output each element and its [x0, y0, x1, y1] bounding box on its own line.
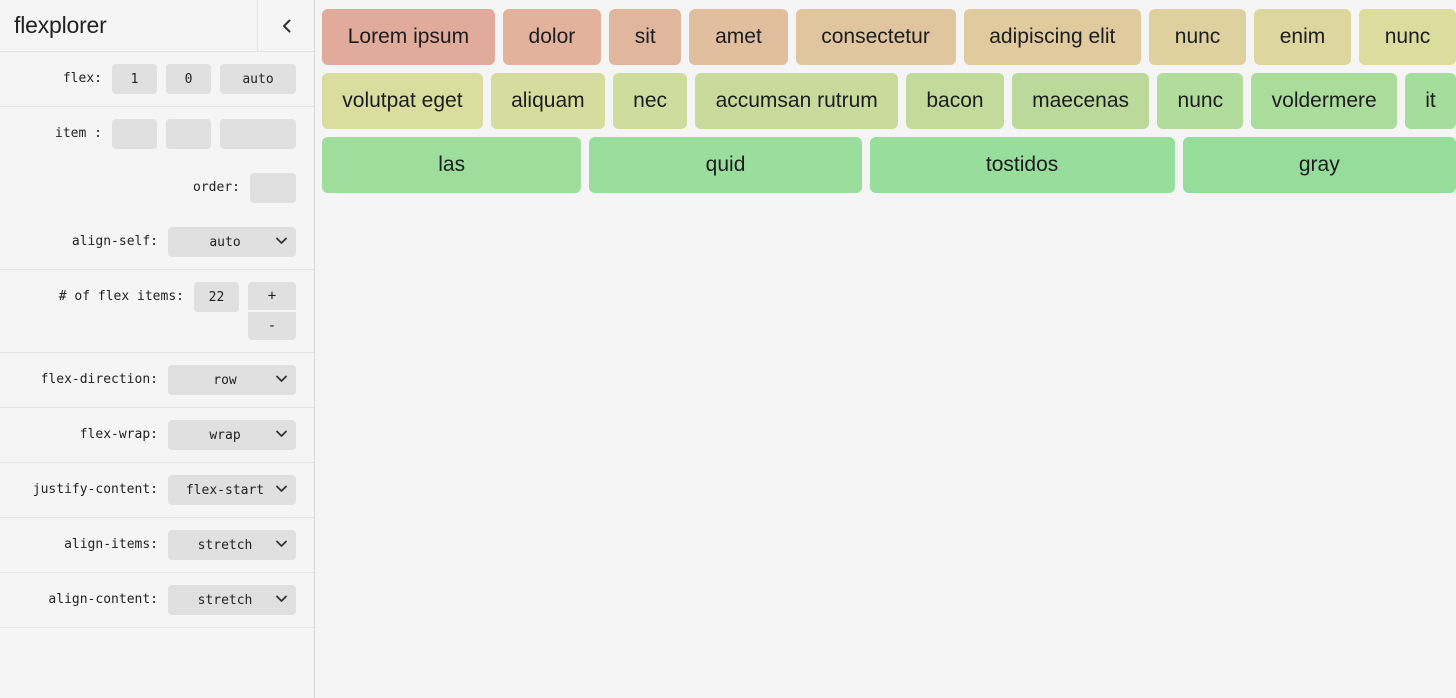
align-items-row: align-items: flex-startflex-endcenterbas… — [0, 518, 314, 573]
chevron-left-icon[interactable] — [257, 0, 314, 52]
align-self-label: align-self: — [71, 234, 158, 249]
align-content-select[interactable]: flex-startflex-endcenterspace-betweenspa… — [168, 585, 296, 615]
flex-wrap-row: flex-wrap: nowrapwrapwrap-reverse — [0, 408, 314, 463]
flex-item-count-label: # of flex items: — [58, 289, 184, 304]
flex-item[interactable]: sit — [608, 9, 682, 65]
flex-item[interactable]: consectetur — [795, 9, 956, 65]
flex-item-label: enim — [1279, 25, 1326, 48]
item-properties-group: item : order: align-self: autoflex-start… — [0, 107, 314, 270]
order-input-wrap — [250, 173, 296, 203]
item-label: item : — [55, 126, 102, 141]
quantity-stepper: + - — [248, 282, 296, 340]
flex-item[interactable]: gray — [1182, 137, 1456, 193]
flex-container: Lorem ipsum dolor sit amet consectetur adipis… — [322, 9, 1456, 689]
flex-item-label: maecenas — [1032, 89, 1129, 112]
flex-item-label: it — [1425, 89, 1436, 112]
flex-wrap-select[interactable]: nowrapwrapwrap-reverse — [168, 420, 296, 450]
flex-item[interactable]: bacon — [906, 73, 1004, 129]
flex-wrap-label: flex-wrap: — [79, 427, 158, 442]
flex-item-label: Lorem ipsum — [347, 25, 470, 48]
flex-wrap-wrap: nowrapwrapwrap-reverse — [168, 420, 296, 450]
flex-shrink-input[interactable] — [166, 64, 211, 94]
order-input[interactable] — [250, 173, 296, 203]
flex-item-label: sit — [634, 25, 656, 48]
flex-item-label: gray — [1298, 153, 1340, 176]
align-self-row: align-self: autoflex-startflex-endcenter… — [0, 215, 314, 269]
flex-item[interactable]: amet — [689, 9, 788, 65]
flex-item[interactable]: tostidos — [869, 137, 1175, 193]
flex-item-label: nunc — [1384, 25, 1431, 48]
justify-content-select[interactable]: flex-startflex-endcenterspace-betweenspa… — [168, 475, 296, 505]
decrement-button[interactable]: - — [248, 312, 296, 340]
flex-item-label: nunc — [1177, 89, 1224, 112]
align-content-wrap: flex-startflex-endcenterspace-betweenspa… — [168, 585, 296, 615]
justify-content-row: justify-content: flex-startflex-endcente… — [0, 463, 314, 518]
flex-item-label: nunc — [1174, 25, 1221, 48]
flex-item[interactable]: quid — [589, 137, 862, 193]
flex-preview-canvas: Lorem ipsum dolor sit amet consectetur adipis… — [315, 0, 1456, 698]
page-title: flexplorer — [14, 12, 107, 38]
flex-shorthand-label: flex: — [62, 71, 102, 86]
flex-item[interactable]: dolor — [502, 9, 601, 65]
flex-item[interactable]: maecenas — [1011, 73, 1150, 129]
item-grow-input[interactable] — [112, 119, 157, 149]
flex-grow-input[interactable] — [112, 64, 157, 94]
flex-item[interactable]: las — [322, 137, 582, 193]
item-basis-input[interactable] — [220, 119, 296, 149]
justify-content-wrap: flex-startflex-endcenterspace-betweenspa… — [168, 475, 296, 505]
align-self-wrap: autoflex-startflex-endcenterbaselinestre… — [168, 227, 296, 257]
flex-item-label: dolor — [528, 25, 576, 48]
flex-item[interactable]: nunc — [1359, 9, 1456, 65]
flex-direction-label: flex-direction: — [40, 372, 158, 387]
flex-item-label: tostidos — [985, 153, 1059, 176]
flex-item[interactable]: aliquam — [490, 73, 605, 129]
flex-item-count-input[interactable] — [194, 282, 239, 312]
item-shrink-input[interactable] — [166, 119, 211, 149]
align-self-select[interactable]: autoflex-startflex-endcenterbaselinestre… — [168, 227, 296, 257]
justify-content-label: justify-content: — [32, 482, 158, 497]
flex-item-label: accumsan rutrum — [715, 89, 878, 112]
flex-item-label: aliquam — [511, 89, 585, 112]
order-label: order: — [193, 180, 240, 195]
flex-item-label: nec — [633, 89, 668, 112]
flex-item-label: las — [438, 153, 466, 176]
flex-item-label: voldermere — [1271, 89, 1377, 112]
align-items-wrap: flex-startflex-endcenterbaselinestretch — [168, 530, 296, 560]
flex-item[interactable]: voldermere — [1251, 73, 1397, 129]
align-content-label: align-content: — [48, 592, 158, 607]
sidebar-header: flexplorer — [0, 0, 314, 52]
align-items-select[interactable]: flex-startflex-endcenterbaselinestretch — [168, 530, 296, 560]
flex-item[interactable]: Lorem ipsum — [322, 9, 495, 65]
flex-item[interactable]: nunc — [1149, 9, 1247, 65]
flex-item[interactable]: accumsan rutrum — [695, 73, 899, 129]
order-row: order: — [0, 161, 314, 215]
flex-item[interactable]: volutpat eget — [322, 73, 483, 129]
flex-item[interactable]: nunc — [1157, 73, 1244, 129]
flex-item-label: bacon — [926, 89, 984, 112]
flex-item-count-controls: + - — [194, 282, 296, 340]
flex-direction-row: flex-direction: rowrow-reversecolumncolu… — [0, 353, 314, 408]
flex-item-label: amet — [715, 25, 762, 48]
align-items-label: align-items: — [64, 537, 158, 552]
sidebar: flexplorer flex: item : — [0, 0, 315, 698]
flex-direction-wrap: rowrow-reversecolumncolumn-reverse — [168, 365, 296, 395]
item-inputs — [112, 119, 296, 149]
flex-item-label: volutpat eget — [342, 89, 463, 112]
flex-item[interactable]: nec — [612, 73, 688, 129]
flex-item-count-row: # of flex items: + - — [0, 270, 314, 353]
flex-basis-input[interactable] — [220, 64, 296, 94]
flex-item-label: quid — [705, 153, 746, 176]
item-inputs-row: item : — [0, 107, 314, 161]
flex-shorthand-inputs — [112, 64, 296, 94]
flex-direction-select[interactable]: rowrow-reversecolumncolumn-reverse — [168, 365, 296, 395]
flex-item[interactable]: it — [1404, 73, 1456, 129]
increment-button[interactable]: + — [248, 282, 296, 310]
flex-item[interactable]: adipiscing elit — [963, 9, 1142, 65]
flex-item[interactable]: enim — [1254, 9, 1351, 65]
align-content-row: align-content: flex-startflex-endcenters… — [0, 573, 314, 628]
flex-shorthand-row: flex: — [0, 52, 314, 107]
flex-item-label: adipiscing elit — [989, 25, 1116, 48]
flex-item-label: consectetur — [821, 25, 930, 48]
